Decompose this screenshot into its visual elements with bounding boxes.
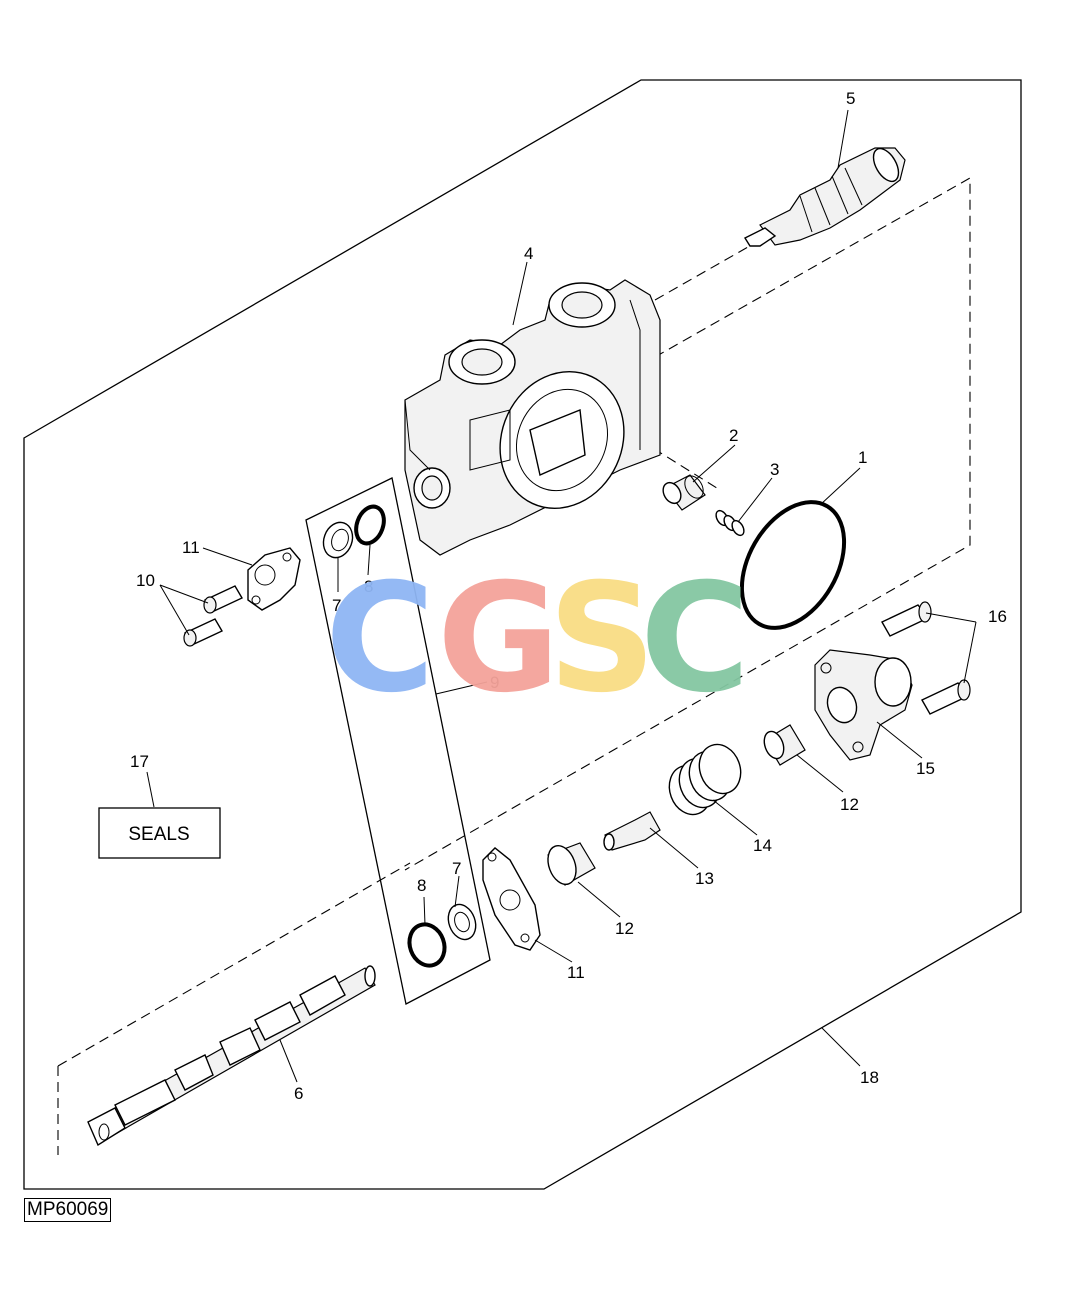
dashed-guide-lower-top <box>57 862 411 1067</box>
check-spring <box>715 509 745 537</box>
callout-4: 4 <box>524 244 533 263</box>
figure-id: MP60069 <box>24 1198 112 1222</box>
centering-spring <box>668 743 742 816</box>
callout-7-upper: 7 <box>332 596 341 615</box>
seal-kit-outline <box>305 477 491 1005</box>
valve-spool <box>87 965 376 1147</box>
callout-2: 2 <box>729 426 738 445</box>
callout-15: 15 <box>916 759 935 778</box>
callout-11-lower: 11 <box>567 963 585 982</box>
callout-6: 6 <box>294 1084 303 1103</box>
callout-18: 18 <box>860 1068 879 1087</box>
callout-8-upper: 8 <box>364 577 373 596</box>
relief-valve <box>743 147 906 247</box>
callout-17: 17 <box>130 752 149 771</box>
leader-lines <box>146 109 977 1083</box>
callout-11-upper: 11 <box>182 538 200 557</box>
watermark-letter-4: C <box>640 552 750 726</box>
o-ring-upper <box>354 504 386 546</box>
spring-seat-upper <box>763 724 806 766</box>
watermark-letter-1: C <box>325 552 435 726</box>
spring-guide <box>603 811 661 851</box>
callout-8-lower: 8 <box>417 876 426 895</box>
dashed-guide-upper <box>404 177 971 871</box>
callout-7-lower: 7 <box>452 859 461 878</box>
callout-3: 3 <box>770 460 779 479</box>
callout-10: 10 <box>136 571 155 590</box>
watermark-letter-3: S <box>548 552 656 726</box>
spring-cap <box>814 649 913 761</box>
seals-box <box>98 807 221 859</box>
spring-seat-lower <box>547 842 596 886</box>
callout-9: 9 <box>490 673 499 692</box>
cap-screws-upper <box>183 585 243 647</box>
callout-5: 5 <box>846 89 855 108</box>
backup-ring-upper <box>322 521 354 559</box>
valve-housing <box>404 279 661 556</box>
large-o-ring <box>739 500 847 630</box>
callout-14: 14 <box>753 836 772 855</box>
callout-12-upper: 12 <box>840 795 859 814</box>
callout-1: 1 <box>858 448 867 467</box>
flange-lower <box>482 847 541 951</box>
assembly-outline <box>23 79 1022 1190</box>
o-ring-lower <box>407 922 447 968</box>
check-poppet <box>662 474 706 511</box>
callout-13: 13 <box>695 869 714 888</box>
backup-ring-lower <box>447 903 477 941</box>
watermark-letter-2: G <box>437 552 560 726</box>
seals-label: SEALS <box>128 824 189 845</box>
cap-screws-lower <box>881 601 971 715</box>
callout-16: 16 <box>988 607 1007 626</box>
dashed-guide-relief <box>654 242 756 301</box>
watermark: C G S C <box>325 552 750 726</box>
callout-12-lower: 12 <box>615 919 634 938</box>
